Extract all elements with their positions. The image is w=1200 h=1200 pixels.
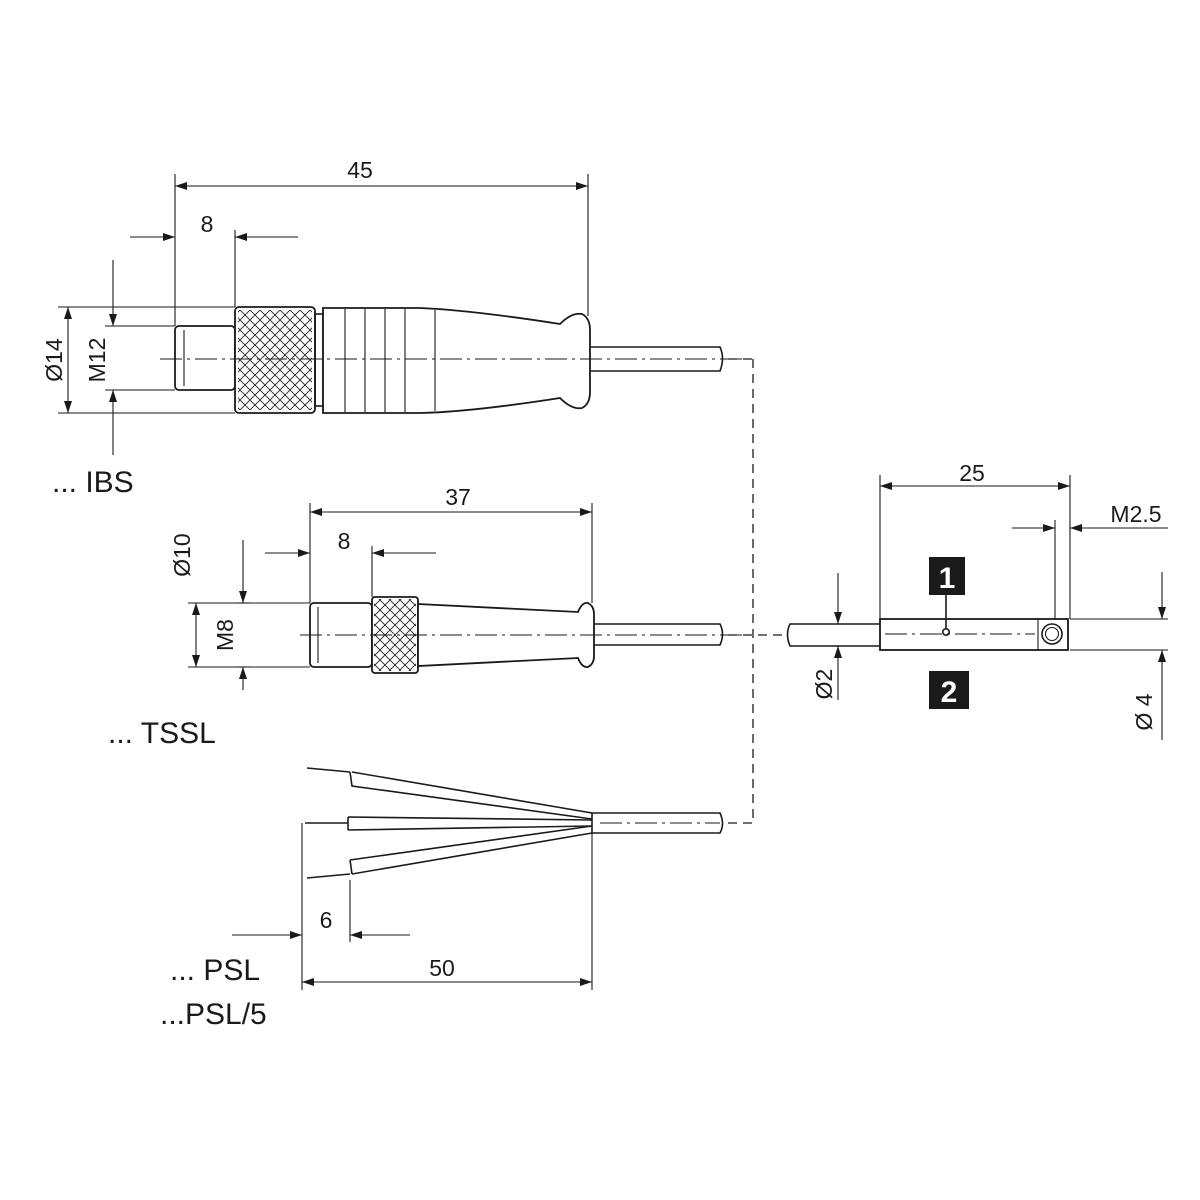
psl-cable-sheath: [591, 812, 724, 834]
psl5-label: ...PSL/5: [160, 998, 267, 1031]
tssl-housing: [417, 602, 595, 668]
ibs-length-dim: 45: [347, 157, 373, 183]
psl-label: ... PSL: [170, 954, 260, 987]
ibs-thread-dim: M12: [84, 338, 110, 383]
svg-text:1: 1: [939, 562, 956, 595]
psl-cable: [305, 767, 724, 879]
tssl-length-dim: 37: [445, 484, 471, 510]
sensor-thread-dim: M2.5: [1110, 501, 1161, 527]
ibs-housing: [322, 307, 591, 414]
sensor-cable: [786, 623, 880, 647]
psl-length-dim: 50: [429, 955, 455, 981]
callout-1: 1: [929, 557, 965, 595]
tssl-outer-dia-dim: Ø10: [169, 533, 195, 576]
tssl-label: ... TSSL: [108, 717, 216, 750]
screw-icon: [1041, 623, 1063, 645]
tssl-dimensions: 37 8 Ø10 M8: [169, 484, 593, 690]
sensor-dia-dim: Ø 4: [1131, 693, 1157, 730]
psl-dimensions: 6 50: [232, 823, 593, 990]
tssl-thread-dim: M8: [212, 619, 238, 651]
cable-dia-dim: Ø2: [811, 669, 837, 700]
sensor-length-dim: 25: [959, 460, 985, 486]
sensor-dimensions: 25 M2.5 Ø 4 Ø2: [811, 460, 1168, 740]
tssl-nut-dim: 8: [338, 528, 351, 554]
ibs-dimensions: 45 8 Ø14 M12: [41, 157, 589, 455]
ibs-outer-dia-dim: Ø14: [41, 338, 67, 382]
ibs-connector: [160, 306, 750, 414]
sensor: [786, 595, 1069, 651]
svg-text:2: 2: [941, 676, 958, 709]
callout-2: 2: [929, 671, 969, 709]
ibs-nut-dim: 8: [201, 211, 214, 237]
ibs-label: ... IBS: [52, 466, 134, 499]
psl-strip-dim: 6: [320, 907, 333, 933]
sensing-point-icon: [941, 627, 950, 636]
connection-lines: [728, 358, 785, 824]
tssl-connector: [300, 596, 750, 674]
tssl-cable: [594, 623, 724, 646]
